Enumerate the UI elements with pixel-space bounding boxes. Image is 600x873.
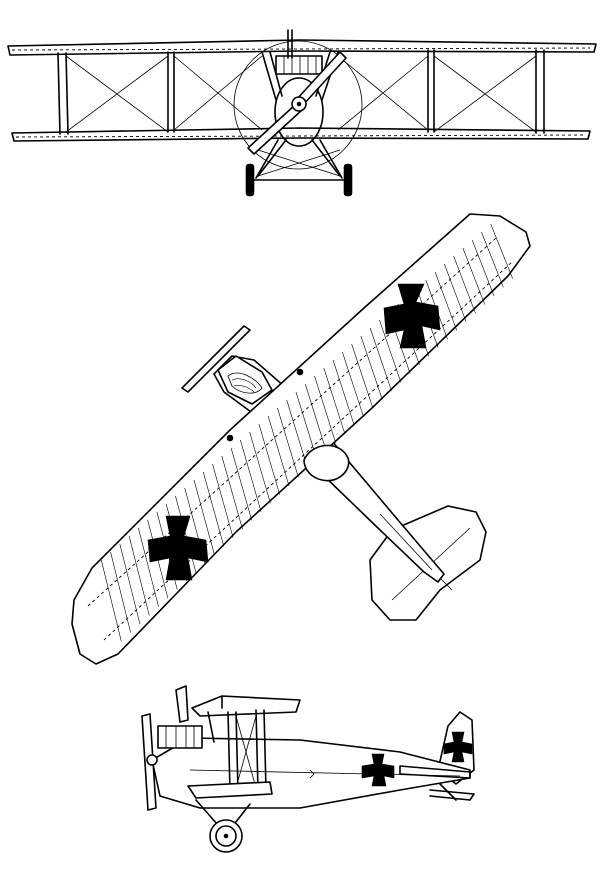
wing-rib	[453, 255, 476, 314]
wing-rib	[360, 335, 383, 400]
wing-rib	[119, 543, 141, 625]
wing-rib	[369, 327, 392, 392]
wing-rib	[221, 455, 243, 530]
wing-rib	[100, 559, 122, 642]
radiator	[275, 55, 323, 75]
left-wheel	[245, 163, 255, 197]
top-view	[71, 213, 531, 665]
wing-rib	[304, 383, 327, 452]
cross-pattee-icon	[147, 515, 209, 581]
wing-rib	[202, 471, 225, 547]
upper-wing-side	[191, 695, 301, 717]
wing-rib	[462, 247, 486, 305]
wing-rib	[490, 223, 513, 279]
cross-pattee-icon	[361, 753, 395, 787]
landing-gear-side	[195, 799, 251, 853]
side-view	[141, 685, 475, 853]
wing-rib	[379, 319, 402, 383]
wing-rib	[342, 351, 364, 417]
wing-rib	[193, 479, 215, 556]
propeller-top	[181, 325, 251, 393]
interplane-struts	[57, 49, 545, 135]
right-wheel	[343, 163, 353, 197]
wing-rib	[323, 367, 346, 435]
wing-rib	[258, 423, 281, 495]
wing-rib	[110, 551, 131, 633]
wing-rib	[351, 343, 374, 409]
front-view	[7, 29, 597, 197]
wing-rib	[175, 495, 197, 573]
wing-rib	[332, 359, 355, 426]
cross-pattee-icon	[443, 731, 473, 763]
wing-rib	[481, 231, 504, 288]
wing-rib	[277, 407, 299, 478]
wing-rib	[434, 271, 458, 331]
wing-rib	[314, 375, 336, 443]
wing-rib	[128, 535, 150, 616]
main-wing	[71, 213, 531, 665]
lower-wing-side	[187, 781, 273, 799]
bracing-wires	[65, 55, 537, 133]
propeller-disc	[233, 40, 363, 170]
cross-pattee-icon	[383, 283, 441, 349]
wing-ribs	[100, 223, 513, 642]
upper-wing	[7, 39, 597, 56]
wing-rib	[212, 463, 234, 538]
wing-rib	[471, 239, 495, 297]
fuselage-front	[274, 77, 324, 147]
wing-rib	[249, 431, 271, 504]
front-undercarriage	[245, 139, 353, 197]
wing-rib	[230, 447, 253, 521]
wing-rib	[138, 527, 159, 607]
engine-block	[157, 725, 203, 749]
wing-rib	[444, 263, 467, 322]
lower-wing	[11, 127, 591, 142]
wing-rib	[267, 415, 290, 486]
wing-rib	[240, 439, 262, 512]
cockpit	[303, 444, 350, 482]
wing-rib	[286, 399, 308, 469]
